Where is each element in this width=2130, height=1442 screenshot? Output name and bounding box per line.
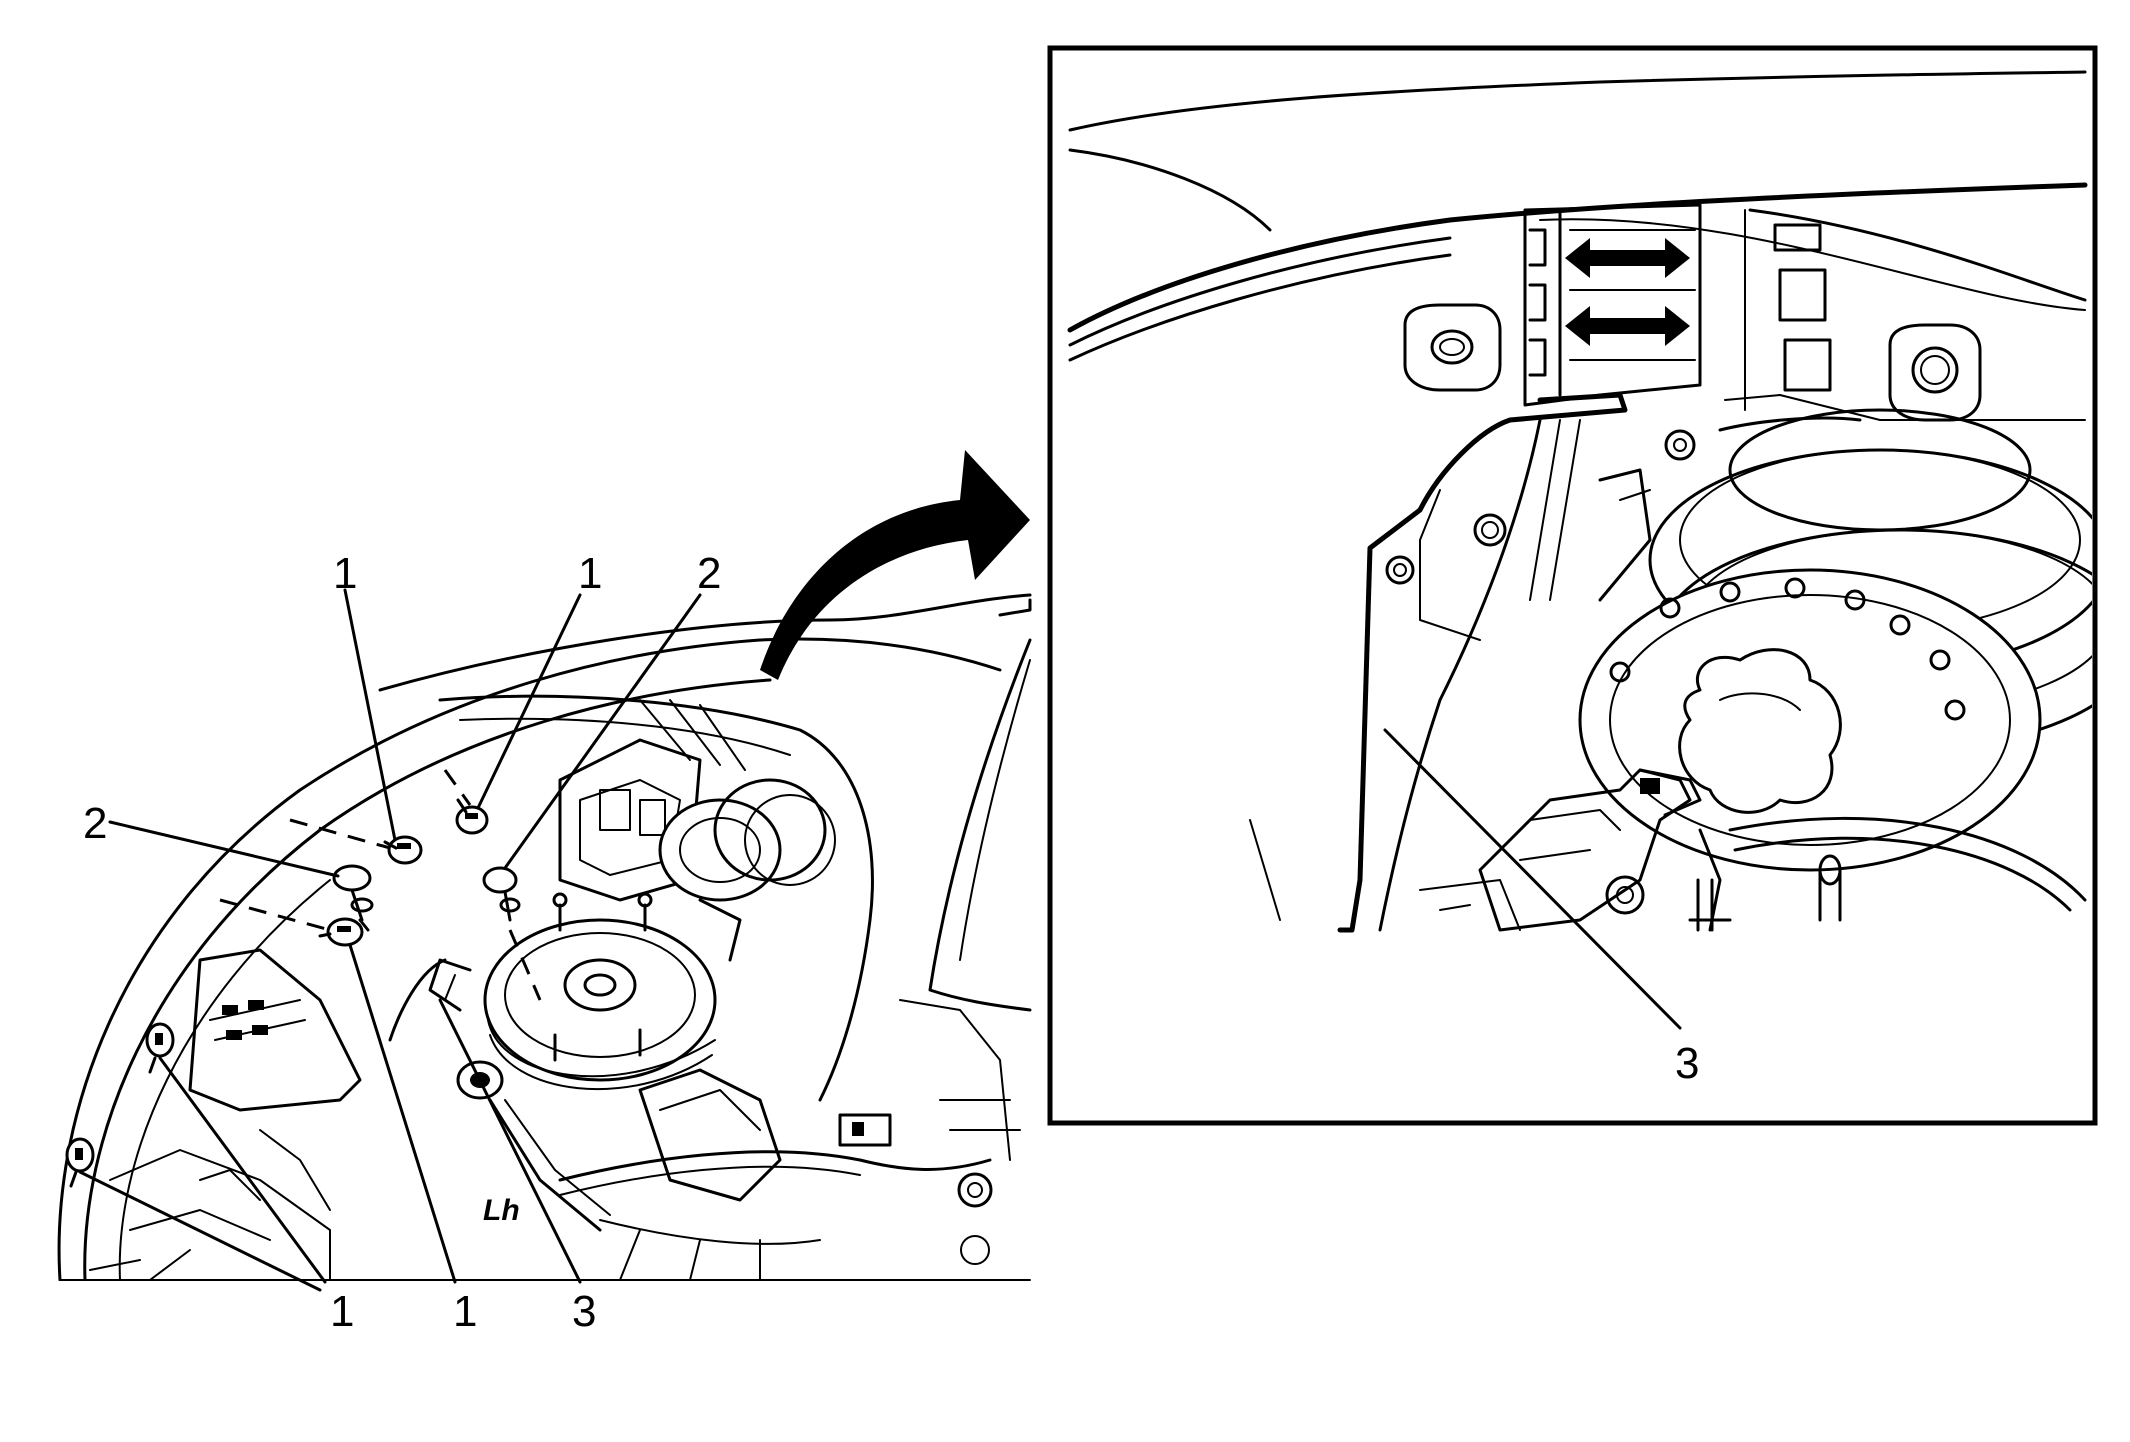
screw-fastener-icon (65, 1137, 95, 1188)
screw-fastener-icon (145, 1022, 175, 1074)
double-arrow-icon (1565, 238, 1690, 278)
wheelhouse-overview: Lh (0, 588, 1040, 1321)
double-arrow-icon (1565, 306, 1690, 346)
callout-1-bottom-left: 1 (330, 1287, 354, 1336)
curved-arrow-icon (760, 450, 1030, 680)
callout-2-left: 2 (83, 799, 107, 848)
pushpin-fastener-icon (332, 864, 374, 932)
callout-2-top: 2 (697, 549, 721, 598)
pushpin-fastener-icon (482, 866, 521, 922)
callout-1-top-left: 1 (333, 549, 357, 598)
callout-3-bottom: 3 (572, 1287, 596, 1336)
callout-3-detail: 3 (1675, 1039, 1699, 1088)
callout-1-bottom-mid: 1 (453, 1287, 477, 1336)
callout-1-top-mid: 1 (578, 549, 602, 598)
lh-stamp: Lh (483, 1194, 520, 1227)
detail-inset (1047, 45, 2098, 1126)
screw-fastener-icon (383, 835, 423, 865)
screw-fastener-icon (318, 917, 364, 947)
screw-fastener-icon (455, 798, 489, 835)
